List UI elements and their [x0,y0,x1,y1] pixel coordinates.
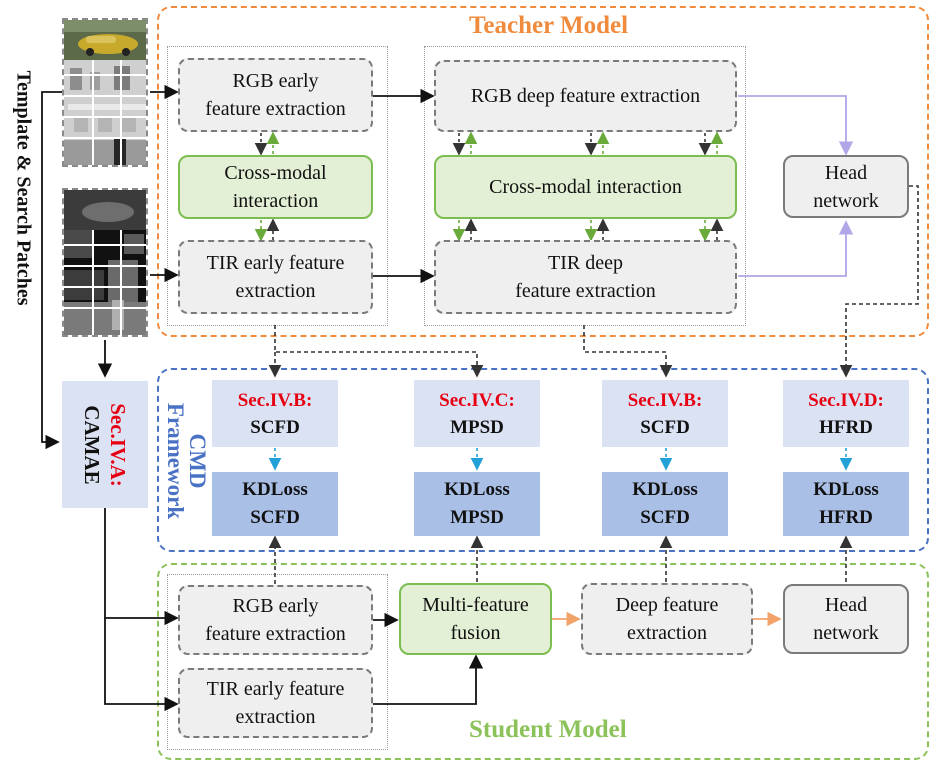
student-title: Student Model [469,716,627,743]
cmd-sec-box-1: Sec.IV.B:SCFD [212,380,338,447]
teacher-rgb-deep-node: RGB deep feature extraction [434,60,737,132]
student-early-group [167,574,388,750]
teacher-model-region [157,6,929,337]
cmd-framework-region [157,368,929,552]
student-model-region [157,563,929,760]
camae-box: Sec.IV.A: CAMAE [62,381,148,508]
cmd-sec-box-2: Sec.IV.C:MPSD [414,380,540,447]
cmd-sec-box-3: Sec.IV.B:SCFD [602,380,728,447]
tir-patches-image [62,188,148,337]
teacher-deep-group [424,46,746,326]
teacher-cross-modal-deep-node: Cross-modal interaction [434,155,737,219]
teacher-title: Teacher Model [469,12,629,39]
teacher-early-group [167,46,388,326]
rgb-patches-image [62,18,148,167]
cmd-sec-box-4: Sec.IV.D:HFRD [783,380,909,447]
